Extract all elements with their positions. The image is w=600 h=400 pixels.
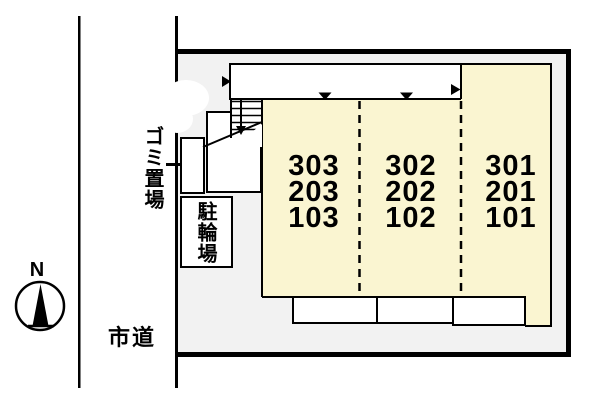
balcony-2: [376, 296, 454, 324]
road-edge-line: [78, 16, 81, 388]
unit-stack-3-label: 303 203 103: [266, 150, 362, 234]
balcony-1: [292, 296, 378, 324]
room-number: 103: [288, 202, 340, 234]
corridor: [229, 63, 462, 100]
unit-stack-2-label: 302 202 102: [363, 150, 459, 234]
door-marker-icon-2: [400, 92, 413, 100]
room-number: 202: [385, 176, 437, 208]
unit-block-main: [262, 99, 461, 297]
room-number: 301: [485, 150, 537, 182]
garbage-leader-line: [166, 163, 192, 166]
unit-stack-1-label: 301 201 101: [463, 150, 559, 234]
unit-block-right-outline: [460, 63, 552, 327]
garbage-area-label: ゴミ置場: [141, 126, 163, 210]
unit-block-main-outline: [261, 98, 461, 298]
stairs-icon: [202, 99, 263, 148]
bicycle-parking-label: 駐輪場: [194, 201, 216, 264]
stair-arrow-head-icon: [236, 126, 246, 135]
room-number: 203: [288, 176, 340, 208]
entrance-arrow-left-icon: [222, 76, 231, 87]
site-boundary: [176, 49, 571, 357]
garbage-box: [180, 137, 205, 194]
room-number: 101: [485, 202, 537, 234]
north-label: N: [29, 259, 45, 281]
site-boundary-left-line: [175, 16, 178, 388]
city-road-label: 市道: [107, 325, 156, 350]
balcony-3: [452, 296, 526, 326]
room-number: 303: [288, 150, 340, 182]
bicycle-parking-box: [180, 196, 233, 268]
entrance-arrow-right-icon: [451, 84, 461, 95]
room-number: 201: [485, 176, 537, 208]
compass-icon: [14, 280, 66, 332]
room-number: 302: [385, 150, 437, 182]
white-patch: [161, 80, 209, 133]
unit-block-right: [461, 64, 551, 326]
room-number: 102: [385, 202, 437, 234]
door-marker-icon-1: [318, 92, 332, 100]
